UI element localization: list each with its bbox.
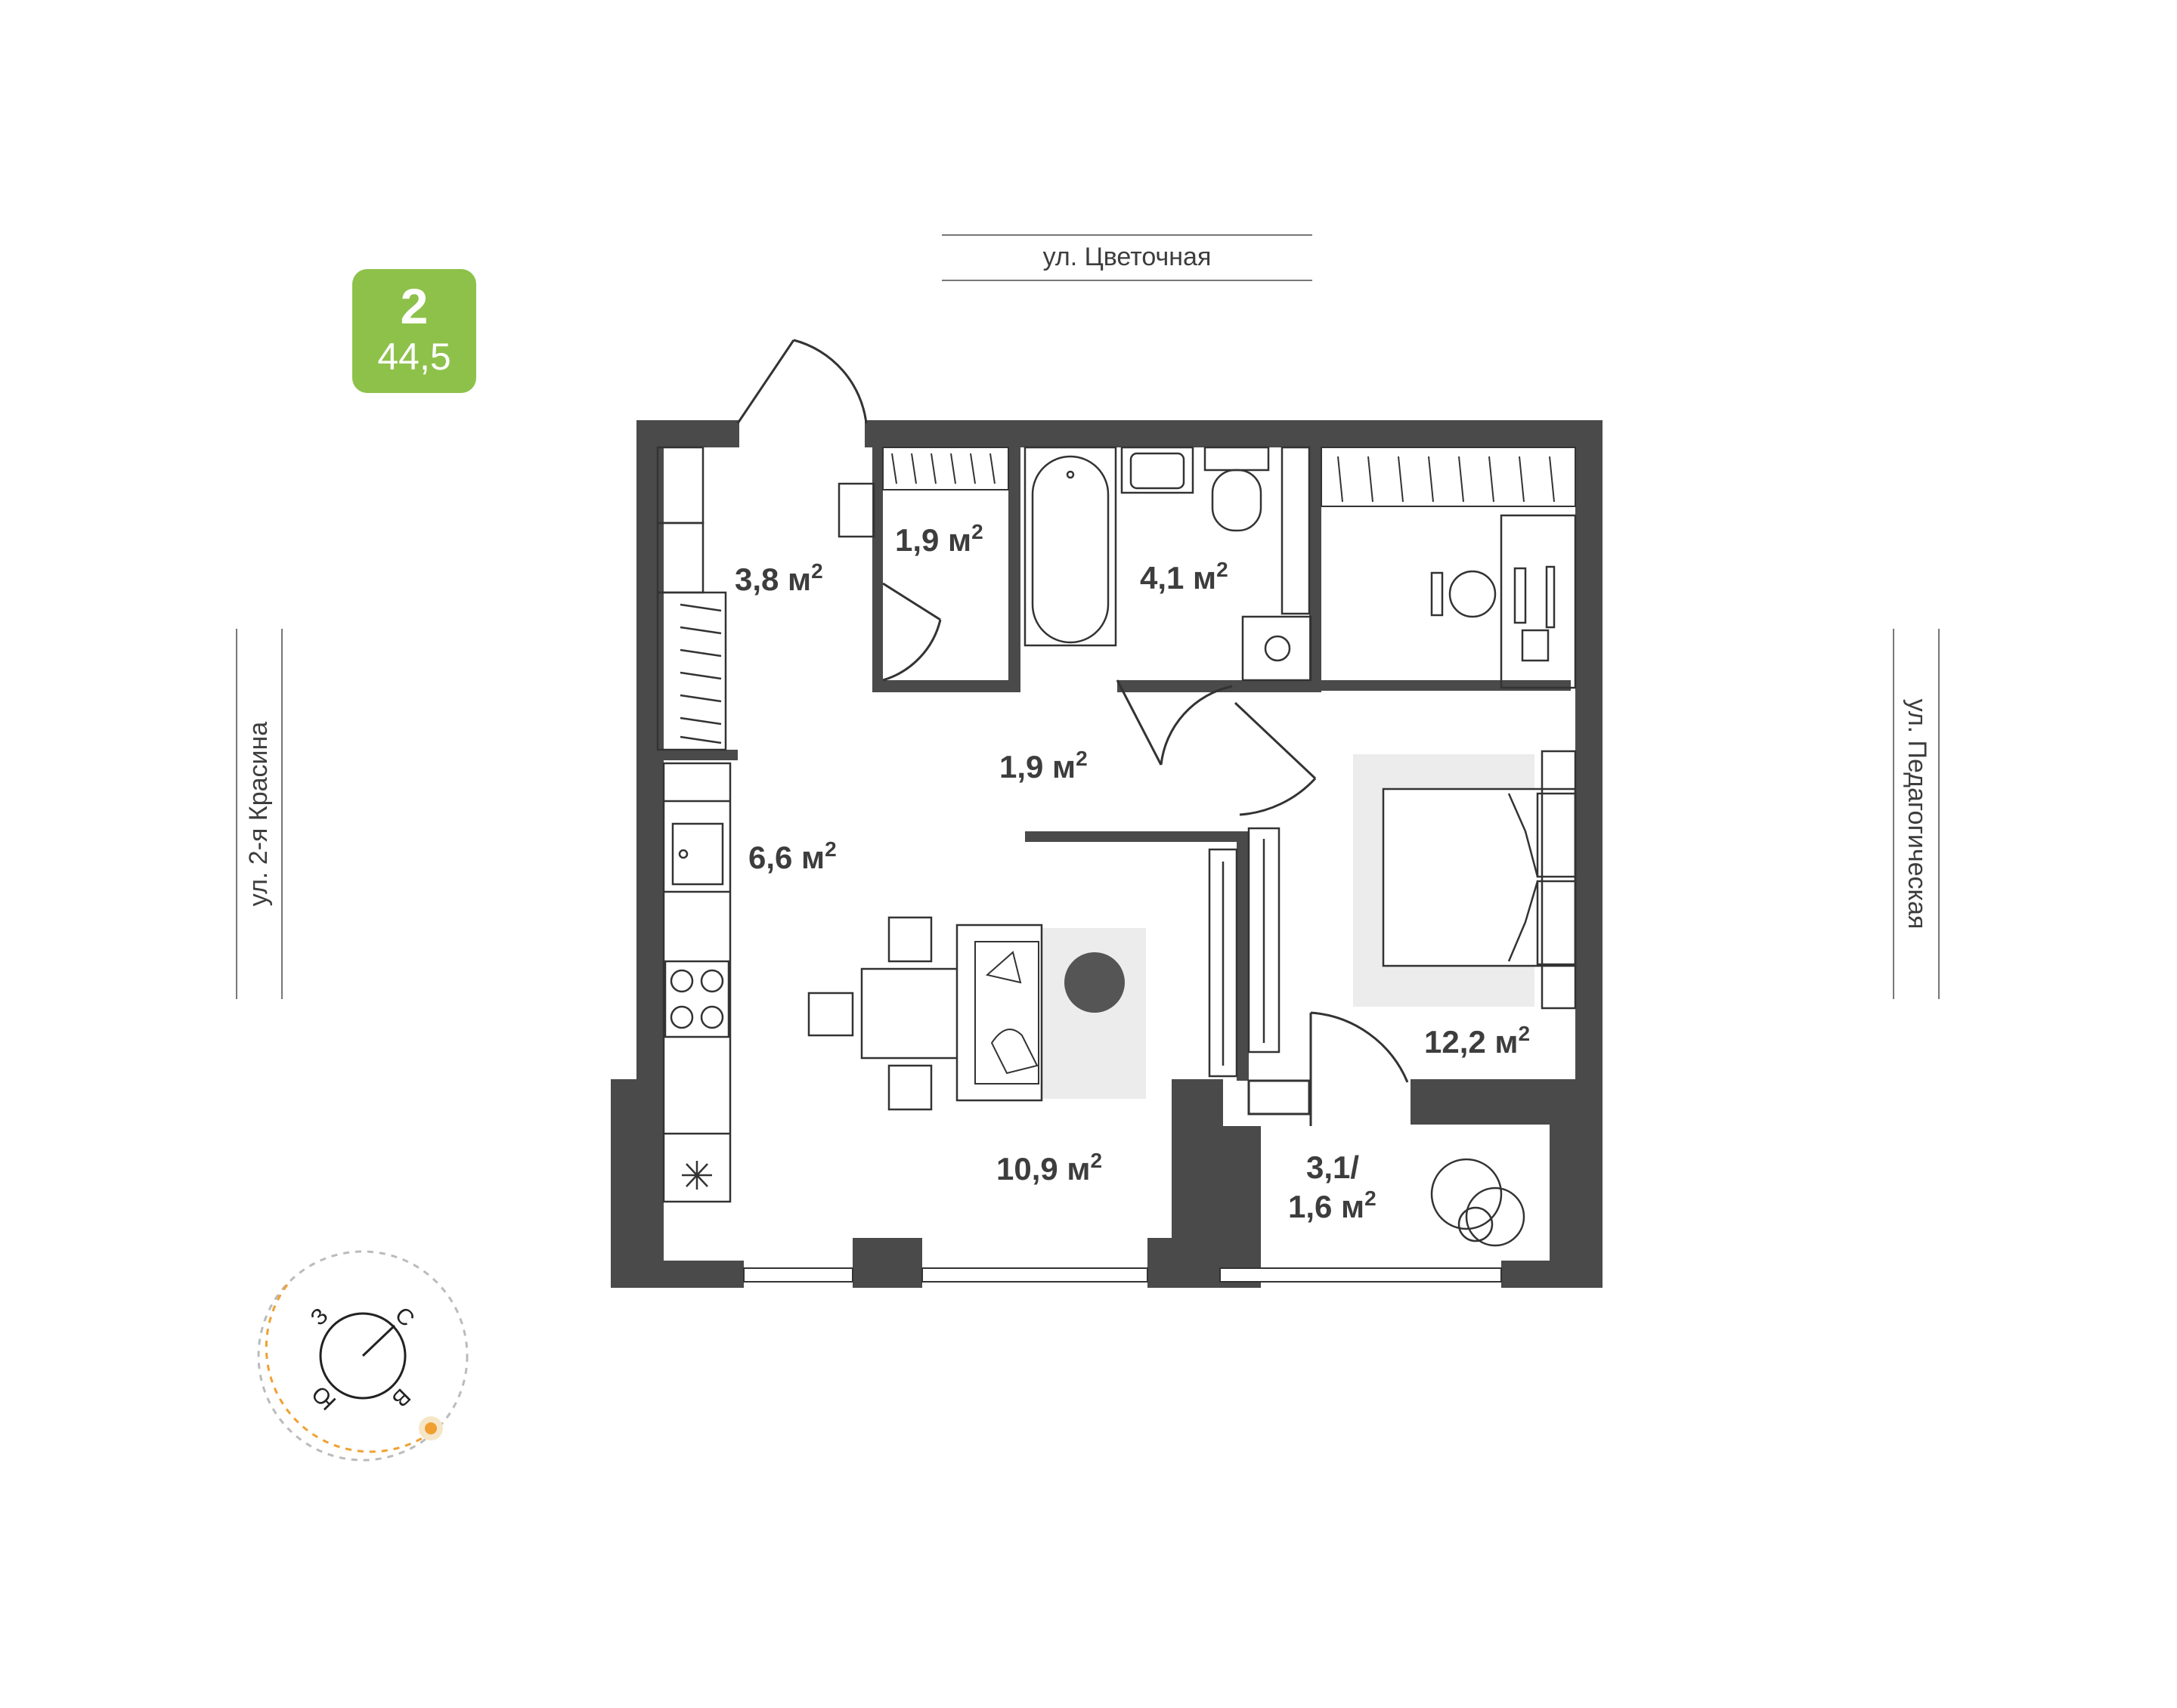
room-label-wardrobe: 1,9 м2	[895, 520, 983, 559]
dining-set	[807, 916, 962, 1111]
apartment-badge: 2 44,5	[352, 269, 476, 393]
wardrobe-racks	[882, 447, 1576, 507]
kitchen-unit	[662, 762, 732, 1203]
wardrobe-door	[882, 582, 1317, 816]
plant	[1430, 1158, 1525, 1247]
room-label-bathroom: 4,1 м2	[1140, 558, 1228, 596]
total-area: 44,5	[377, 336, 451, 378]
hall-wardrobe	[656, 446, 875, 751]
rooms-count: 2	[400, 278, 429, 334]
bathroom-fixtures	[1023, 446, 1312, 682]
street-top: ул. Цветочная	[942, 234, 1312, 281]
desk	[1430, 514, 1577, 689]
balcony-door	[1247, 1011, 1409, 1126]
bedroom-wardrobe	[1208, 827, 1280, 1078]
compass	[257, 1250, 469, 1462]
walls	[611, 420, 1603, 1288]
sofa-and-rug	[955, 924, 1146, 1102]
street-left: ул. 2-я Красина	[236, 629, 283, 999]
room-label-balcony-line1: 3,1/	[1306, 1149, 1360, 1185]
room-label-balcony-line2: 1,6 м2	[1288, 1187, 1376, 1225]
entrance-door	[736, 339, 868, 424]
room-label-living: 10,9 м2	[996, 1149, 1103, 1187]
room-label-kitchen: 6,6 м2	[748, 837, 837, 876]
street-right: ул. Педагогическая	[1893, 629, 1940, 999]
bed	[1353, 750, 1577, 1010]
windows	[743, 1267, 1502, 1283]
room-label-hall: 3,8 м2	[735, 559, 823, 598]
room-label-bedroom: 12,2 м2	[1424, 1022, 1531, 1060]
room-label-corridor: 1,9 м2	[999, 747, 1088, 785]
